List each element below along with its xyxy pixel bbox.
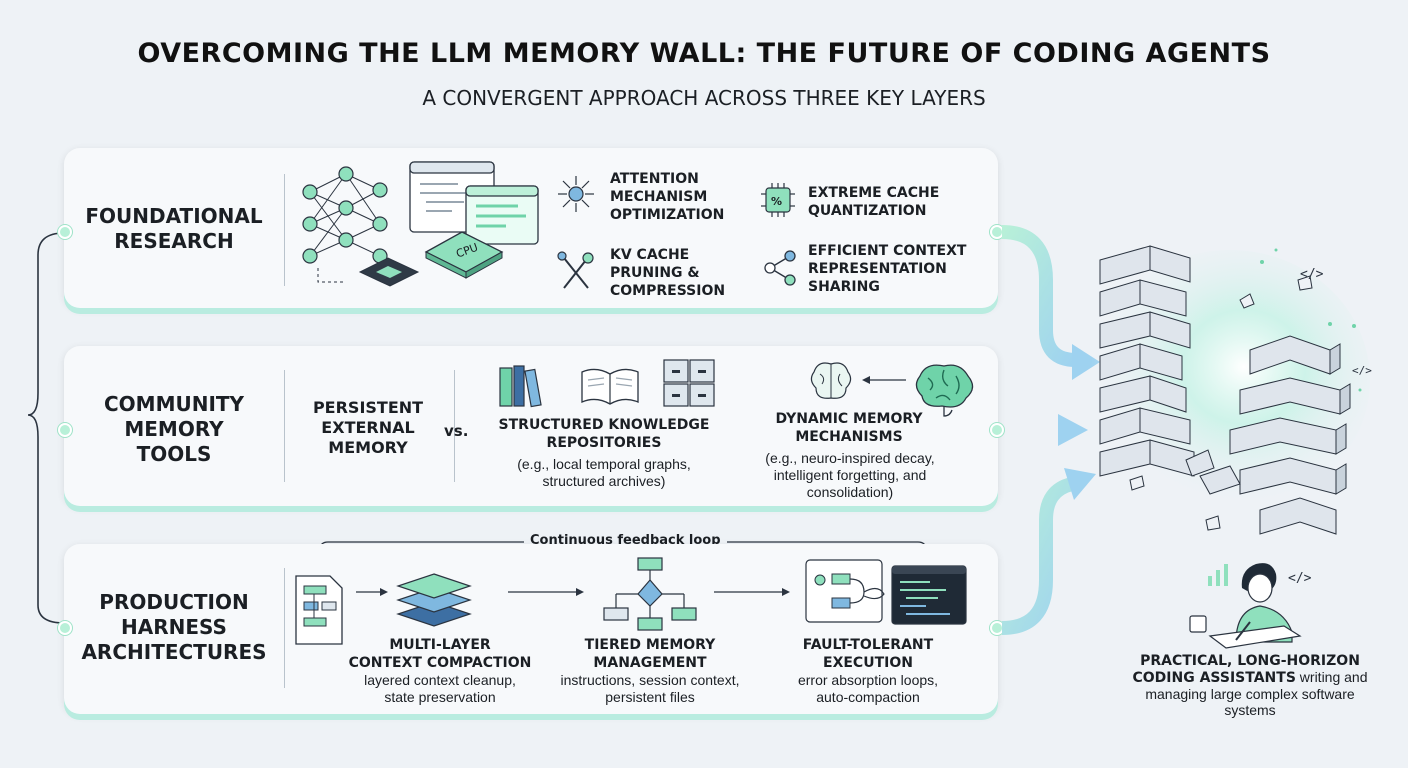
fault-tolerant-title: FAULT-TOLERANT EXECUTION [802, 637, 934, 671]
fault-tolerant-desc: error absorption loops, auto-compaction [797, 672, 939, 705]
brain-icon [915, 364, 974, 417]
share-icon [764, 250, 796, 286]
context-compaction-desc: layered context cleanup, state preservat… [364, 672, 516, 705]
community-memory-panel: COMMUNITY MEMORY TOOLS PERSISTENT EXTERN… [64, 346, 998, 506]
brain-small-icon [810, 362, 852, 399]
row-divider [284, 174, 285, 286]
page-subtitle: A CONVERGENT APPROACH ACROSS THREE KEY L… [422, 86, 986, 110]
foundational-research-panel: FOUNDATIONAL RESEARCH CPU [64, 148, 998, 308]
small-chip-icon [358, 257, 420, 287]
arrow-left-icon [862, 376, 906, 384]
tiered-memory-desc: instructions, session context, persisten… [560, 672, 740, 705]
code-glyph: </> [1288, 571, 1312, 586]
row-divider [454, 370, 455, 482]
hierarchy-icon [603, 557, 697, 631]
kv-cache-pruning-title: KV CACHE PRUNING & COMPRESSION [610, 247, 726, 299]
chip-percent-icon: % [761, 183, 795, 217]
vs-label: vs. [444, 422, 469, 440]
open-book-icon [581, 368, 639, 405]
code-glyph: </> [1300, 267, 1324, 282]
memory-wall-illustration: </> </> [1090, 245, 1372, 535]
persistent-memory-label: PERSISTENT EXTERNAL MEMORY [312, 398, 424, 457]
structured-repositories-title: STRUCTURED KNOWLEDGE REPOSITORIES [498, 417, 710, 451]
dynamic-memory-title: DYNAMIC MEMORY MECHANISMS [775, 411, 923, 445]
structured-repositories-desc: (e.g., local temporal graphs, structured… [517, 456, 691, 489]
dynamic-memory-desc: (e.g., neuro-inspired decay, intelligent… [765, 450, 935, 500]
page-title: OVERCOMING THE LLM MEMORY WALL: THE FUTU… [137, 38, 1271, 69]
books-icon [499, 365, 542, 408]
arrow-right-icon [714, 588, 790, 596]
connector-dot [58, 225, 72, 239]
terminal-icon [891, 565, 967, 625]
connector-dot [58, 423, 72, 437]
cache-quantization-title: EXTREME CACHE QUANTIZATION [808, 185, 940, 219]
code-glyph: </> [1352, 364, 1372, 377]
context-compaction-title: MULTI-LAYER CONTEXT COMPACTION [348, 637, 532, 671]
layers-icon [396, 573, 472, 627]
code-window-icon [409, 161, 539, 245]
tools-icon [557, 251, 594, 289]
document-flow-icon [295, 575, 343, 645]
community-memory-label: COMMUNITY MEMORY TOOLS [103, 392, 245, 466]
production-harness-label: PRODUCTION HARNESS ARCHITECTURES [81, 590, 267, 664]
outcome-rest: writing and managing large complex softw… [1145, 669, 1368, 718]
context-sharing-title: EFFICIENT CONTEXT REPRESENTATION SHARING [808, 243, 967, 295]
execution-flow-icon [805, 559, 885, 623]
developer-illustration: </> [1189, 563, 1312, 649]
neural-network-icon [302, 166, 388, 283]
row-divider [284, 568, 285, 688]
tiered-memory-title: TIERED MEMORY MANAGEMENT [584, 637, 716, 671]
foundational-research-label: FOUNDATIONAL RESEARCH [85, 204, 263, 253]
cpu-chip-icon: CPU [424, 231, 504, 279]
left-bracket [27, 232, 65, 624]
outcome-caption: PRACTICAL, LONG-HORIZON CODING ASSISTANT… [1130, 652, 1370, 718]
arrow-right-icon [356, 588, 388, 596]
svg-text:%: % [771, 195, 782, 208]
row-divider [284, 370, 285, 482]
attention-icon [558, 176, 594, 212]
connector-dot [58, 621, 72, 635]
arrow-right-icon [508, 588, 584, 596]
filing-cabinet-icon [663, 359, 715, 407]
attention-optimization-title: ATTENTION MECHANISM OPTIMIZATION [610, 171, 725, 223]
production-harness-panel: PRODUCTION HARNESS ARCHITECTURES MULTI-L… [64, 544, 998, 714]
outcome-bold: PRACTICAL, LONG-HORIZON CODING ASSISTANT… [1132, 653, 1360, 686]
